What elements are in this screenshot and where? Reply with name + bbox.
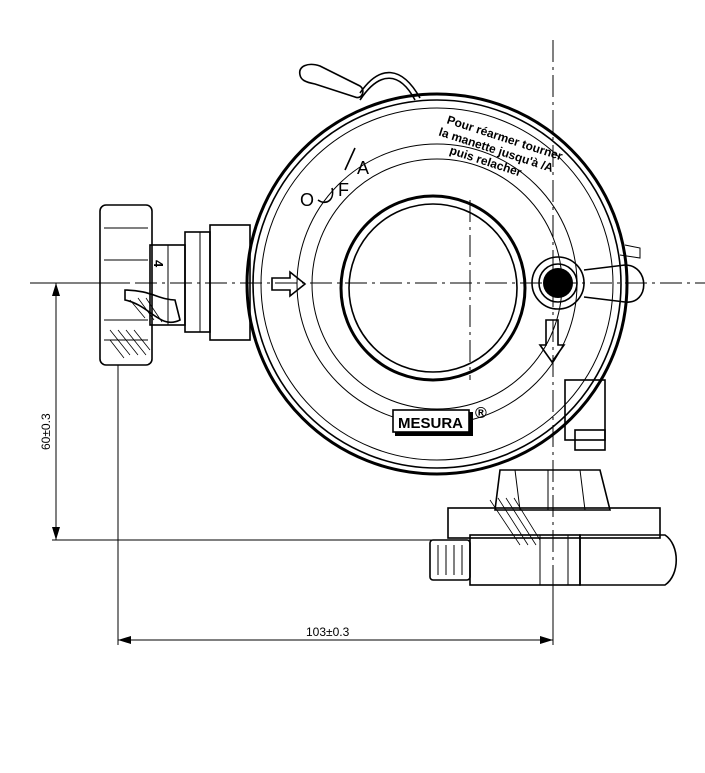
center-cap-outer bbox=[339, 194, 527, 382]
dimension-horizontal bbox=[117, 365, 554, 645]
dimension-vertical-label: 60±0.3 bbox=[39, 413, 53, 450]
inlet-connector bbox=[99, 204, 251, 366]
reset-button-boss bbox=[531, 244, 645, 310]
dimension-vertical bbox=[52, 282, 452, 541]
regulator-body bbox=[245, 92, 629, 476]
rotation-arrow-icon bbox=[317, 187, 334, 204]
center-cap-inner bbox=[348, 203, 518, 373]
top-lever bbox=[298, 63, 421, 101]
brand-label: MESURA bbox=[398, 415, 463, 432]
reset-instructions: Pour réarmer tourner la manette jusqu'à … bbox=[437, 113, 565, 180]
position-o-label: O bbox=[300, 190, 314, 210]
outlet-fitting bbox=[429, 379, 677, 586]
flow-arrow-outlet bbox=[538, 319, 566, 364]
dimension-horizontal-label: 103±0.3 bbox=[306, 625, 350, 639]
inlet-mark: 4 bbox=[151, 260, 166, 268]
flow-arrow-inlet bbox=[271, 270, 307, 298]
registered-mark: ® bbox=[475, 405, 487, 422]
position-f-label: F bbox=[338, 180, 349, 200]
brand-plate bbox=[392, 409, 470, 433]
position-a-tick bbox=[344, 147, 356, 171]
position-a-label: A bbox=[357, 158, 369, 178]
